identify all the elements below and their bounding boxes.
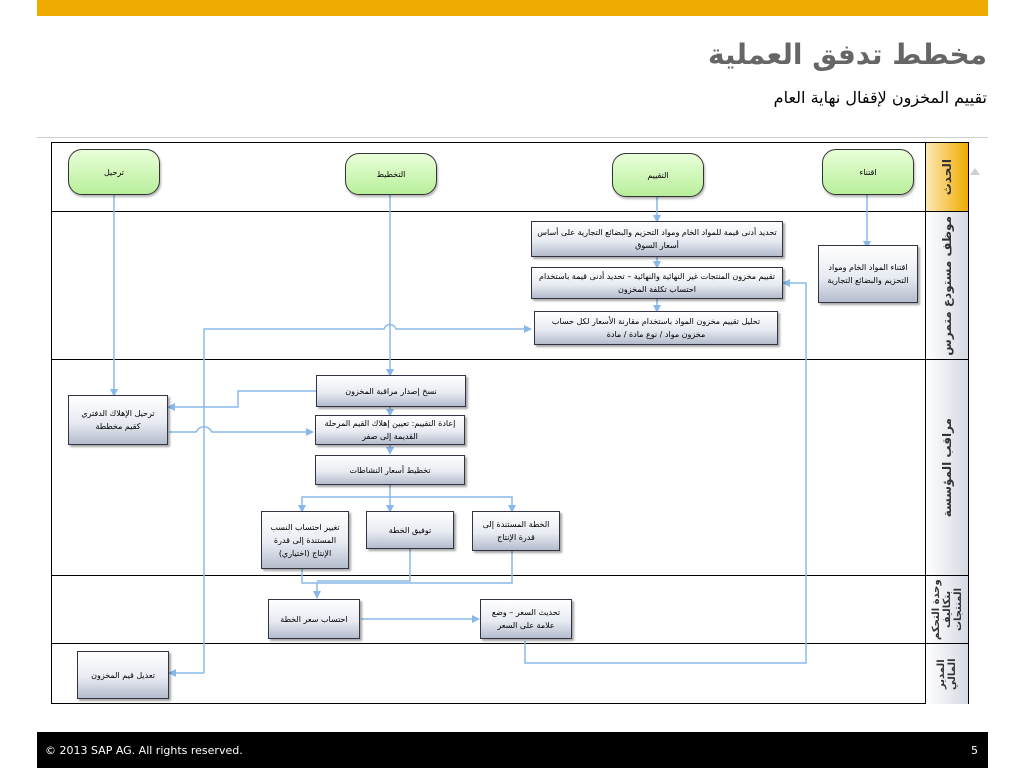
step-lowest-value[interactable]: تحديد أدنى قيمة للمواد الخام ومواد التحز… (531, 221, 783, 257)
lane-label-text: المدير المالي (936, 658, 958, 690)
step-label: توفيق الخطة (388, 525, 432, 535)
step-change-ratios[interactable]: تغيير احتساب النسب المستندة إلى قدرة الإ… (261, 511, 349, 569)
step-plan-price-calc[interactable]: احتساب سعر الخطة (268, 599, 360, 639)
step-label: تعديل قيم المخزون (91, 670, 155, 680)
scroll-up-icon[interactable] (970, 168, 980, 175)
step-label: احتساب سعر الخطة (280, 614, 348, 624)
step-label: نسخ إصدار مراقبة المخزون (345, 386, 437, 396)
page-subtitle: تقييم المخزون لإقفال نهاية العام (773, 88, 987, 107)
step-label: تقييم مخزون المنتجات غير النهائية والنها… (538, 272, 775, 294)
step-label: الخطة المستندة إلى قدرة الإنتاج (482, 520, 550, 542)
step-plan-agreement[interactable]: توفيق الخطة (366, 511, 454, 549)
lane-label-warehouse: موظف مستودع متمرس (926, 212, 968, 359)
lane-label-text: وحدة التحكم بتكاليف المنتجات (930, 579, 964, 640)
event-label: التخطيط (376, 169, 406, 179)
process-flow-diagram: الحدث موظف مستودع متمرس مراقب المؤسسة وح… (51, 142, 969, 704)
lane-label-text: الحدث (939, 158, 954, 196)
step-label: تحديث السعر – وضع علامة على السعر (491, 608, 561, 630)
step-copy-stock[interactable]: نسخ إصدار مراقبة المخزون (316, 375, 466, 407)
lane-divider (52, 643, 968, 644)
lane-label-text: موظف مستودع متمرس (939, 215, 954, 356)
page-number: 5 (971, 744, 978, 757)
page-title: مخطط تدفق العملية (707, 38, 987, 71)
lane-divider (52, 575, 968, 576)
event-planning[interactable]: التخطيط (345, 153, 437, 195)
lane-label-text: مراقب المؤسسة (939, 417, 954, 518)
step-capacity-plan[interactable]: الخطة المستندة إلى قدرة الإنتاج (472, 511, 560, 551)
step-label: تحديد أدنى قيمة للمواد الخام ومواد التحز… (537, 228, 777, 250)
copyright-text: © 2013 SAP AG. All rights reserved. (45, 744, 243, 757)
event-label: اقتناء (859, 167, 877, 177)
lane-label-divider (925, 143, 926, 703)
event-posting[interactable]: ترحيل (68, 149, 160, 195)
step-plan-activity-prices[interactable]: تخطيط أسعار النشاطات (315, 455, 465, 485)
lane-divider (52, 359, 968, 360)
step-label: اقتناء المواد الخام ومواد التحزيم والبضا… (827, 263, 909, 285)
step-acquire-materials[interactable]: اقتناء المواد الخام ومواد التحزيم والبضا… (818, 245, 918, 303)
step-label: إعادة التقييم: تعيين إهلاك القيم المرحلة… (324, 419, 456, 441)
step-post-depreciation[interactable]: ترحيل الإهلاك الدفتري كقيم مخططة (68, 395, 168, 445)
step-label: ترحيل الإهلاك الدفتري كقيم مخططة (81, 409, 155, 431)
step-adjust-stock[interactable]: تعديل قيم المخزون (77, 651, 169, 699)
lane-label-event: الحدث (926, 143, 968, 211)
event-label: التقييم (647, 170, 669, 180)
event-label: ترحيل (103, 167, 125, 177)
step-value-products[interactable]: تقييم مخزون المنتجات غير النهائية والنها… (531, 267, 783, 299)
header-divider (37, 137, 988, 138)
event-acquisition[interactable]: اقتناء (822, 149, 914, 195)
step-label: تحليل تقييم مخزون المواد باستخدام مقارنة… (551, 317, 761, 339)
footer-bar: © 2013 SAP AG. All rights reserved. 5 (37, 732, 988, 768)
step-label: تغيير احتساب النسب المستندة إلى قدرة الإ… (270, 522, 340, 558)
step-label: تخطيط أسعار النشاطات (349, 465, 431, 475)
step-analyze-valuation[interactable]: تحليل تقييم مخزون المواد باستخدام مقارنة… (534, 311, 778, 345)
step-revaluation[interactable]: إعادة التقييم: تعيين إهلاك القيم المرحلة… (315, 415, 465, 445)
accent-bar (37, 0, 988, 16)
event-valuation[interactable]: التقييم (612, 153, 704, 197)
lane-label-cost-control: وحدة التحكم بتكاليف المنتجات (926, 576, 968, 643)
lane-divider (52, 211, 968, 212)
step-update-price[interactable]: تحديث السعر – وضع علامة على السعر (480, 599, 572, 639)
lane-label-cfo: المدير المالي (926, 644, 968, 704)
lane-label-controller: مراقب المؤسسة (926, 360, 968, 575)
